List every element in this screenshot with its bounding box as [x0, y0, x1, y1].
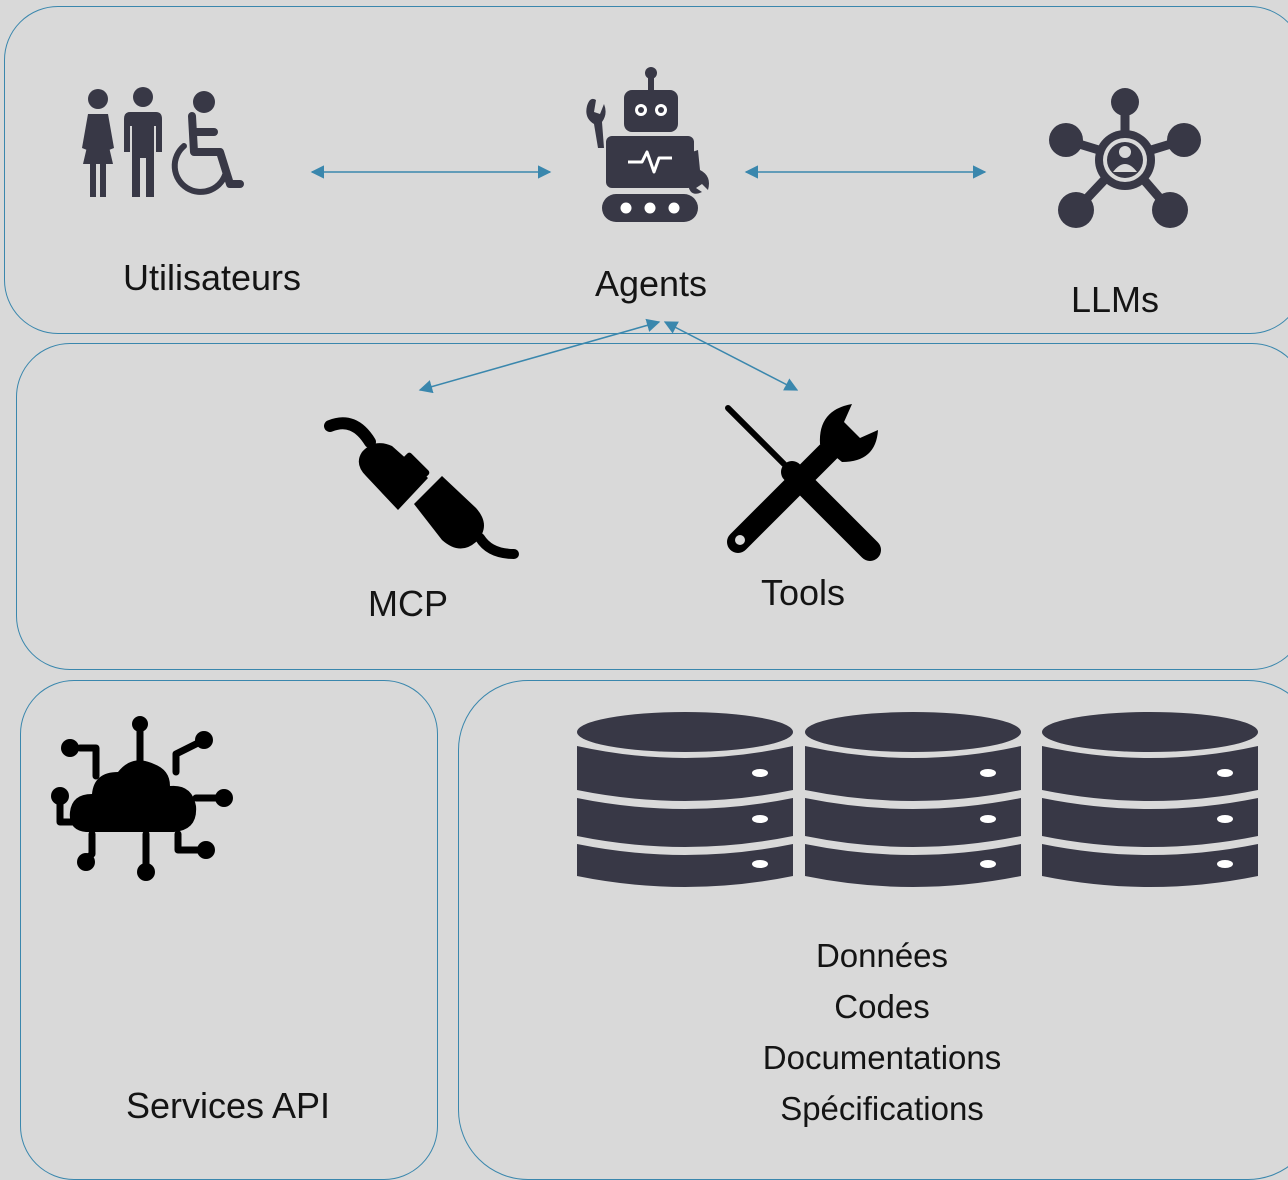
llm-network-icon [1046, 88, 1204, 234]
users-label: Utilisateurs [122, 257, 302, 298]
connector-arrows [310, 165, 987, 394]
data-item: Spécifications [780, 1090, 984, 1127]
data-item: Documentations [762, 1039, 1002, 1076]
database-icon [576, 712, 794, 890]
data-items-list: Données Codes Documentations Spécificati… [763, 930, 1001, 1134]
tools-icon [720, 400, 884, 561]
services-api-label: Services API [125, 1085, 331, 1126]
llms-label: LLMs [1070, 279, 1160, 320]
database-icon [1041, 712, 1259, 890]
people-icon [80, 86, 270, 201]
mcp-label: MCP [368, 583, 448, 624]
plug-icon [324, 416, 519, 562]
data-item: Données [815, 937, 949, 974]
tools-label: Tools [760, 572, 846, 613]
database-icon [804, 712, 1022, 890]
agents-label: Agents [594, 263, 708, 304]
data-item: Codes [834, 988, 930, 1025]
cloud-network-icon [46, 714, 236, 884]
robot-icon [584, 66, 714, 226]
arrow-agents-tools [663, 321, 799, 391]
arrow-agents-mcp [418, 318, 661, 394]
